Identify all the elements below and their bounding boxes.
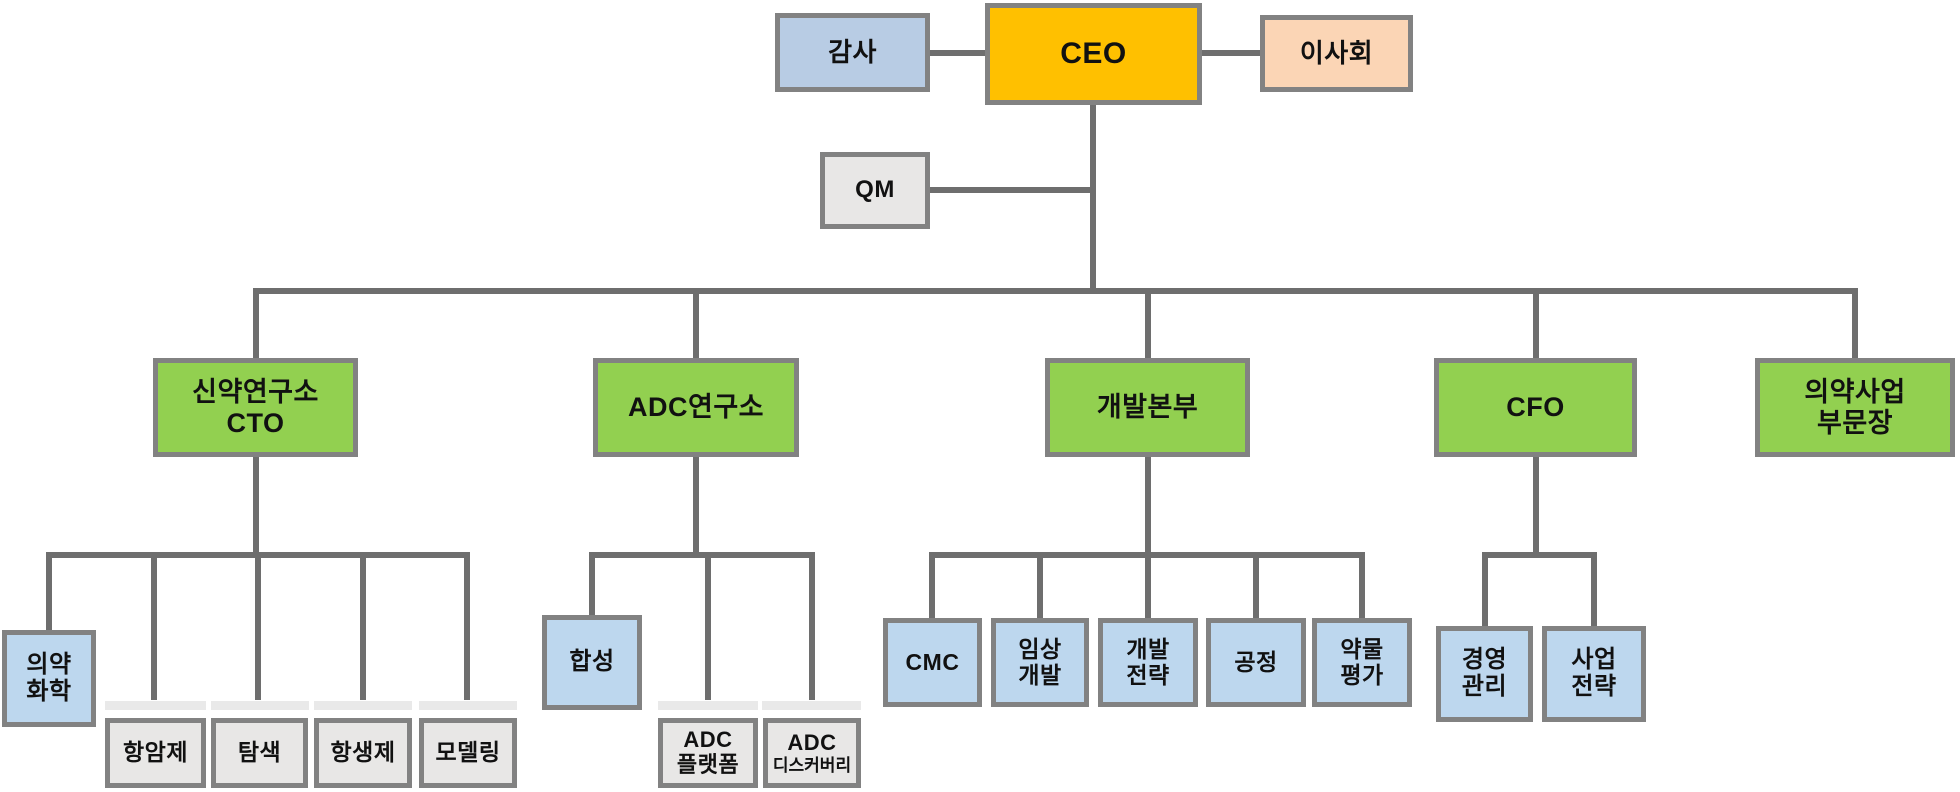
medchem-box: 의약 화학 <box>2 630 96 727</box>
node-label-line: 약물 <box>1340 635 1384 662</box>
connector-qm-ceo <box>930 187 1093 193</box>
process-box: 공정 <box>1206 618 1306 707</box>
dev-strategy-box: 개발 전략 <box>1098 618 1198 707</box>
adc-discovery-box: ADC 디스커버리 <box>763 718 861 788</box>
connector-bus-cfo <box>1533 294 1539 358</box>
connector-dev-drop-clinical <box>1037 558 1043 620</box>
node-label-line: 개발 <box>1018 661 1062 688</box>
node-label-line: 항생제 <box>330 739 396 766</box>
connector-bus-pharma <box>1852 294 1858 358</box>
connector-bus-dev <box>1145 294 1151 358</box>
connector-cto-bus <box>46 552 470 558</box>
node-label-line: 전략 <box>1126 661 1170 688</box>
node-label-line: ADC <box>683 727 733 753</box>
node-label-line: 평가 <box>1340 661 1384 688</box>
audit-label: 감사 <box>828 36 877 67</box>
ceo-label: CEO <box>1060 37 1127 71</box>
separator-strip <box>211 701 309 710</box>
division-adc-box: ADC연구소 <box>593 358 799 457</box>
node-label-line: 사업 <box>1571 646 1617 674</box>
division-label-line: CTO <box>226 407 285 438</box>
separator-strip <box>419 701 517 710</box>
division-label-line: ADC연구소 <box>627 392 764 423</box>
connector-bus-adc <box>693 294 699 358</box>
antibiotics-box: 항생제 <box>314 718 412 788</box>
node-label-line: 임상 <box>1018 635 1062 662</box>
node-label-line: 모델링 <box>435 739 501 766</box>
audit-box: 감사 <box>775 13 930 92</box>
connector-cto-drop-anticancer <box>151 558 157 700</box>
connector-cfo-down <box>1533 456 1539 552</box>
synthesis-box: 합성 <box>542 615 642 710</box>
exploration-box: 탐색 <box>211 718 308 788</box>
node-label-line: 항암제 <box>123 739 188 766</box>
node-label-line: 개발 <box>1126 635 1170 662</box>
node-label-line: 디스커버리 <box>772 755 852 775</box>
node-label-line: 플랫폼 <box>676 752 740 777</box>
connector-dev-down <box>1145 456 1151 552</box>
node-label-line: 경영 <box>1461 646 1508 674</box>
connector-dev-bus <box>929 552 1365 558</box>
division-cto-box: 신약연구소 CTO <box>153 358 358 457</box>
connector-audit-ceo <box>930 50 985 56</box>
node-label-line: 탐색 <box>237 739 282 766</box>
division-label-line: CFO <box>1506 392 1565 423</box>
modeling-box: 모델링 <box>419 718 517 788</box>
node-label-line: 관리 <box>1461 673 1508 700</box>
cmc-box: CMC <box>883 618 982 707</box>
connector-cto-down <box>253 456 259 552</box>
connector-cto-drop-medchem <box>46 558 52 632</box>
connector-ceo-board <box>1200 50 1260 56</box>
connector-adc-drop-platform <box>705 558 711 700</box>
node-label-line: ADC <box>787 730 837 756</box>
connector-cfo-drop-bizstrategy <box>1591 558 1597 628</box>
division-label-line: 개발본부 <box>1096 392 1199 423</box>
node-label-line: 의약 <box>26 650 72 678</box>
connector-bus-cto <box>253 294 259 358</box>
clinical-box: 임상 개발 <box>991 618 1089 707</box>
drug-eval-box: 약물 평가 <box>1312 618 1412 707</box>
qm-label: QM <box>855 176 895 204</box>
separator-strip <box>314 701 412 710</box>
board-box: 이사회 <box>1260 15 1413 92</box>
separator-strip <box>105 701 206 710</box>
connector-ceo-down <box>1090 103 1096 294</box>
anticancer-box: 항암제 <box>105 718 206 788</box>
connector-cto-drop-exploration <box>255 558 261 700</box>
node-label-line: CMC <box>905 648 960 675</box>
node-label-line: 전략 <box>1571 673 1617 700</box>
connector-dev-drop-strategy <box>1145 558 1151 620</box>
qm-box: QM <box>820 152 930 229</box>
division-label-line: 의약사업 <box>1804 377 1906 408</box>
connector-cfo-drop-management <box>1482 558 1488 628</box>
division-label-line: 부문장 <box>1816 407 1894 438</box>
division-cfo-box: CFO <box>1434 358 1637 457</box>
biz-strategy-box: 사업 전략 <box>1542 626 1646 722</box>
adc-platform-box: ADC 플랫폼 <box>658 718 758 788</box>
management-box: 경영 관리 <box>1436 626 1533 722</box>
division-label-line: 신약연구소 <box>192 377 319 408</box>
connector-cto-drop-antibiotics <box>360 558 366 700</box>
node-label-line: 공정 <box>1234 648 1278 675</box>
node-label-line: 합성 <box>569 648 615 676</box>
connector-main-bus <box>253 288 1858 294</box>
connector-adc-drop-discovery <box>809 558 815 700</box>
connector-dev-drop-process <box>1253 558 1259 620</box>
connector-adc-drop-synthesis <box>589 558 595 617</box>
connector-dev-drop-drugeval <box>1359 558 1365 620</box>
node-label-line: 화학 <box>26 677 72 705</box>
connector-adc-bus <box>589 552 815 558</box>
connector-dev-drop-cmc <box>929 558 935 620</box>
connector-cfo-bus <box>1482 552 1597 558</box>
board-label: 이사회 <box>1299 37 1374 68</box>
ceo-box: CEO <box>985 3 1202 105</box>
separator-strip <box>658 701 758 710</box>
separator-strip <box>762 701 861 710</box>
connector-adc-down <box>693 456 699 552</box>
connector-cto-drop-modeling <box>464 558 470 700</box>
division-pharma-box: 의약사업 부문장 <box>1755 358 1955 457</box>
division-dev-box: 개발본부 <box>1045 358 1250 457</box>
